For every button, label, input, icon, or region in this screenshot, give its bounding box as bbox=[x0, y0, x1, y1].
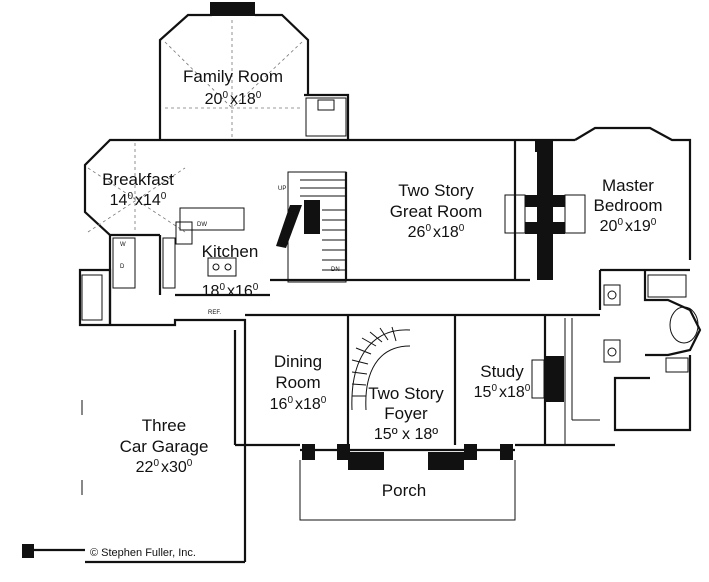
dishwasher-label: DW bbox=[197, 222, 207, 228]
kitchen-walls bbox=[78, 207, 270, 327]
foyer-line2: Foyer bbox=[384, 404, 428, 423]
great-room-line2: Great Room bbox=[390, 202, 483, 221]
front-wall bbox=[300, 443, 615, 470]
master-bedroom-line1: Master bbox=[602, 176, 654, 195]
master-bedroom-walls bbox=[574, 126, 702, 432]
family-room-walls bbox=[158, 2, 350, 140]
stairs-main bbox=[270, 171, 530, 283]
porch-name: Porch bbox=[382, 481, 426, 500]
upper-walls bbox=[160, 138, 575, 152]
master-bedroom-line2: Bedroom bbox=[594, 196, 663, 215]
foyer-line1: Two Story bbox=[368, 384, 444, 403]
foyer-walls bbox=[346, 313, 455, 445]
porch-outline bbox=[299, 460, 516, 521]
stair-down-label: DN bbox=[331, 267, 340, 273]
stair-up-label: UP bbox=[278, 186, 286, 192]
garage-line1: Three bbox=[142, 416, 186, 435]
dining-room-line2: Room bbox=[275, 373, 320, 392]
great-room-line1: Two Story bbox=[398, 181, 474, 200]
study-name: Study bbox=[480, 362, 524, 381]
foyer-dimensions: 15º x 18º bbox=[374, 426, 438, 443]
garage-walls bbox=[22, 318, 247, 564]
fireplace-walls bbox=[504, 140, 586, 280]
family-room-name: Family Room bbox=[183, 67, 283, 86]
dining-room-line1: Dining bbox=[274, 352, 322, 371]
kitchen-name: Kitchen bbox=[202, 242, 259, 261]
garage-line2: Car Garage bbox=[120, 437, 209, 456]
breakfast-walls bbox=[83, 138, 186, 237]
copyright-text: © Stephen Fuller, Inc. bbox=[90, 547, 196, 559]
dryer-label: D bbox=[120, 264, 125, 270]
refrigerator-label: REF. bbox=[208, 310, 221, 316]
study-walls bbox=[453, 313, 600, 445]
breakfast-name: Breakfast bbox=[102, 170, 174, 189]
washer-label: W bbox=[120, 242, 126, 248]
